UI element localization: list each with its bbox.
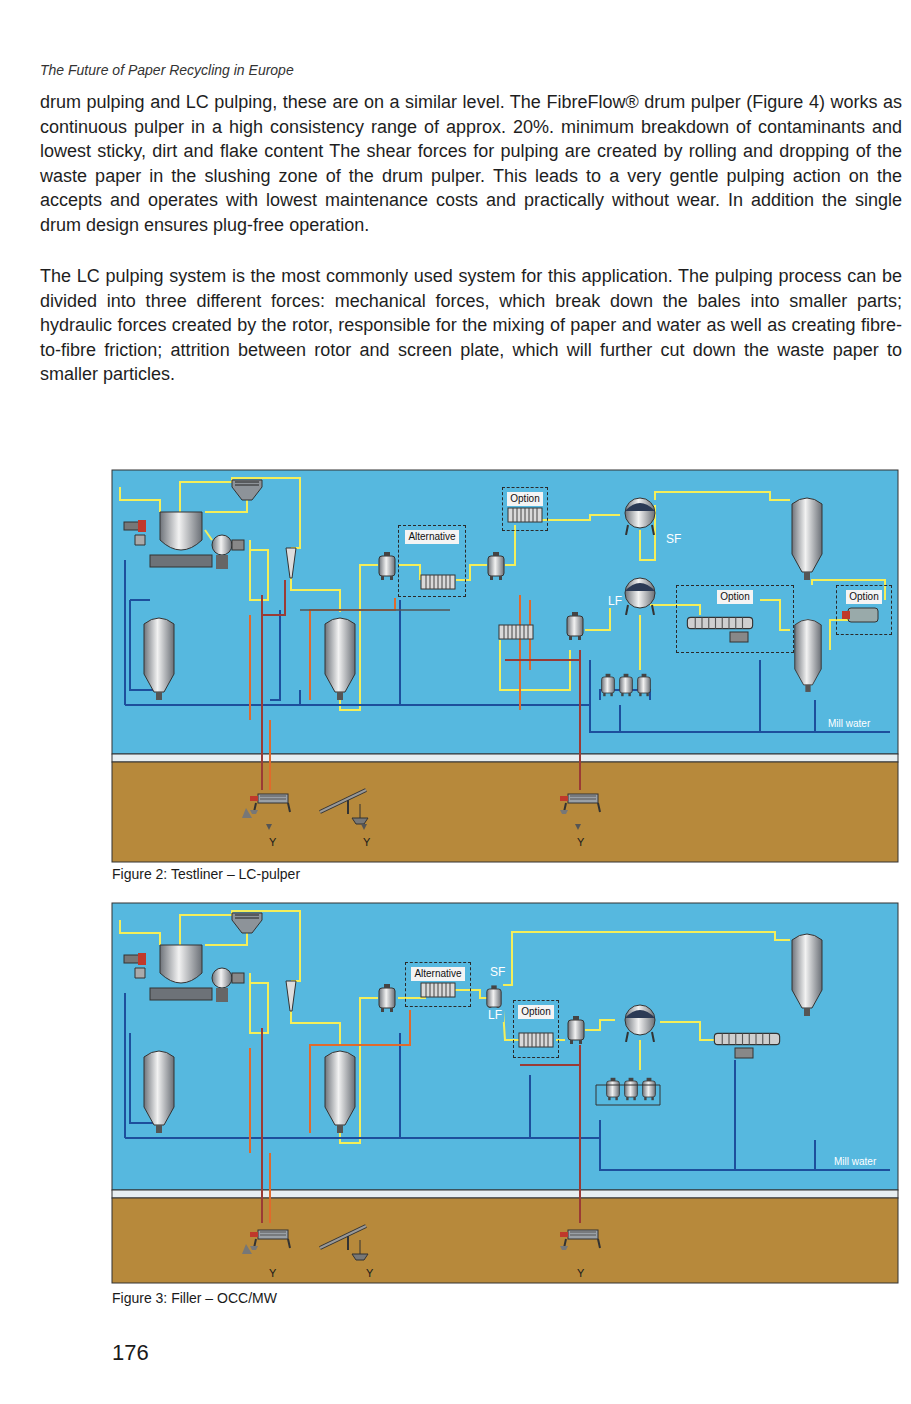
stream-label: LF	[606, 594, 624, 608]
stream-label: SF	[488, 965, 507, 979]
stream-label: SF	[664, 532, 683, 546]
body-paragraph: The LC pulping system is the most common…	[40, 264, 902, 387]
box-label: Alternative	[411, 967, 464, 981]
page-number: 176	[112, 1340, 149, 1366]
box-label: Alternative	[405, 530, 458, 544]
box-label: Option	[518, 1005, 553, 1019]
box-label: Option	[846, 590, 881, 604]
option-box: Option	[836, 585, 892, 635]
box-label: Option	[507, 492, 542, 506]
reject-label: Y	[267, 1267, 278, 1279]
stream-label: Mill water	[826, 718, 872, 730]
stream-label: Mill water	[832, 1156, 878, 1168]
option-box: Alternative	[405, 962, 471, 1007]
body-paragraph: drum pulping and LC pulping, these are o…	[40, 90, 902, 238]
reject-label: Y	[361, 836, 372, 848]
reject-label: Y	[267, 836, 278, 848]
option-box: Option	[502, 487, 548, 531]
option-box: Alternative	[398, 525, 466, 597]
reject-label: Y	[575, 1267, 586, 1279]
reject-label: Y	[364, 1267, 375, 1279]
option-box: Option	[513, 1000, 559, 1058]
figure-caption: Figure 3: Filler – OCC/MW	[112, 1290, 277, 1307]
reject-label: Y	[575, 836, 586, 848]
figure-caption: Figure 2: Testliner – LC-pulper	[112, 866, 300, 883]
option-box: Option	[676, 585, 794, 653]
running-header: The Future of Paper Recycling in Europe	[40, 62, 294, 79]
box-label: Option	[717, 590, 752, 604]
stream-label: LF	[486, 1008, 504, 1022]
